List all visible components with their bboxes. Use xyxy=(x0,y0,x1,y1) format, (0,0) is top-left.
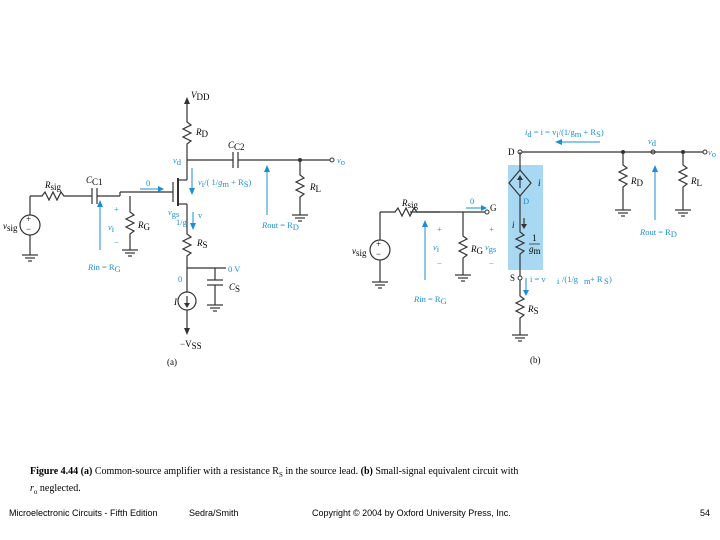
caption-part-b: (b) xyxy=(360,466,373,477)
rl-resistor-b xyxy=(677,152,689,210)
d-label: D xyxy=(508,147,515,157)
footer-authors: Sedra/Smith xyxy=(189,508,239,518)
rout-label-a: Rout = RD xyxy=(261,220,299,232)
rg-label-a: RG xyxy=(137,220,151,232)
rs-resistor-b xyxy=(514,280,526,335)
svg-text:+: + xyxy=(437,224,442,234)
footer-page-number: 54 xyxy=(700,508,711,518)
svg-text:−: − xyxy=(26,224,31,234)
rd-resistor xyxy=(181,115,193,160)
caption-text-b: Small-signal equivalent circuit with xyxy=(372,466,519,477)
rd-label: RD xyxy=(195,127,209,139)
rl-label-a: RL xyxy=(309,182,321,194)
dep-source-i: i xyxy=(538,178,541,188)
rl-resistor xyxy=(294,160,306,215)
vgs-label-a: vgs xyxy=(168,207,179,219)
svg-text:): ) xyxy=(609,274,612,284)
rsig-label-b: Rsig xyxy=(401,198,419,210)
svg-text:/(1/g: /(1/g xyxy=(562,274,579,284)
rsig-label-a: Rsig xyxy=(44,180,62,192)
cs-label: CS xyxy=(229,282,240,294)
svg-text:+: + xyxy=(26,214,31,224)
figure-caption: Figure 4.44 (a) Common-source amplifier … xyxy=(30,466,519,496)
inv-gm-label: gm xyxy=(529,244,541,256)
svg-text:−: − xyxy=(489,258,494,268)
gate-zero-b: 0 xyxy=(470,196,474,206)
rd-label-b: RD xyxy=(630,176,644,188)
rg-label-b: RG xyxy=(470,244,484,256)
rg-resistor-b xyxy=(457,212,469,275)
drain-current-expr: vi/( 1/gm + RS) xyxy=(198,177,251,189)
vgs-label-b: vgs xyxy=(485,242,496,254)
svg-text:S: S xyxy=(604,276,609,286)
vd-label: vd xyxy=(173,155,182,167)
vi-label-b: vi xyxy=(433,242,440,254)
vss-label: −VSS xyxy=(180,339,202,351)
svg-text:−: − xyxy=(437,258,442,268)
vsig-label-b: vsig xyxy=(352,246,367,258)
vi-label-a: vi xyxy=(108,222,115,234)
svg-text:−: − xyxy=(376,249,381,259)
rs-label-b: RS xyxy=(527,304,539,316)
figure-number: Figure 4.44 xyxy=(30,466,79,477)
svg-text:+: + xyxy=(489,224,494,234)
g-label: G xyxy=(490,203,497,213)
svg-text:D: D xyxy=(523,196,529,206)
vo-label-b: vo xyxy=(708,147,716,159)
tag-a: (a) xyxy=(167,357,177,367)
rs-label-a: RS xyxy=(196,238,208,250)
svg-text:1/g: 1/g xyxy=(176,217,188,227)
svg-text:i = v: i = v xyxy=(530,274,546,284)
s-label: S xyxy=(510,273,515,283)
i-label-b: i xyxy=(512,220,515,230)
top-expr-b: id = i = vi/(1/gm + RS) xyxy=(525,127,604,139)
rsig-resistor-a xyxy=(30,190,92,202)
rg-resistor-a xyxy=(124,196,136,250)
cc1-label: CC1 xyxy=(86,175,103,187)
vdd-label: VDD xyxy=(191,90,210,102)
caption-text-a: Common-source amplifier with a resistanc… xyxy=(92,466,279,477)
cc2-label: CC2 xyxy=(228,140,245,152)
vo-label-a: vo xyxy=(337,155,345,167)
rin-label-b: Rin = RG xyxy=(413,294,447,306)
caption-part-a: (a) xyxy=(80,466,93,477)
circuit-figure: VDD RD vd CC2 vo RL Rout = RD xyxy=(3,90,716,367)
zero-source-a: 0 xyxy=(178,274,182,284)
footer-copyright: Copyright © 2004 by Oxford University Pr… xyxy=(312,508,511,518)
tag-b: (b) xyxy=(530,355,541,365)
rsig-resistor-b xyxy=(380,206,440,218)
svg-text:+ R: + R xyxy=(590,274,603,284)
rout-label-b: Rout = RD xyxy=(639,227,677,239)
vsig-label-a: vsig xyxy=(3,221,18,233)
circuit-a: VDD RD vd CC2 vo RL Rout = RD xyxy=(3,90,345,367)
rd-resistor-b xyxy=(617,152,629,210)
svg-text:+: + xyxy=(114,204,119,214)
current-label: I xyxy=(173,297,178,307)
rs-resistor-a xyxy=(181,232,193,268)
rl-label-b: RL xyxy=(690,176,702,188)
svg-text:v: v xyxy=(198,210,203,220)
svg-text:+: + xyxy=(376,239,381,249)
mosfet-model-highlight xyxy=(508,165,543,270)
svg-text:m: m xyxy=(584,276,591,286)
gate-zero-a: 0 xyxy=(146,178,150,188)
svg-text:1: 1 xyxy=(532,233,537,243)
zero-volt-label: 0 V xyxy=(228,264,241,274)
svg-text:−: − xyxy=(114,237,119,247)
svg-text:i: i xyxy=(557,276,560,286)
vd-label-b: vd xyxy=(648,136,657,148)
footer-book-title: Microelectronic Circuits - Fifth Edition xyxy=(9,508,158,518)
inv-gm-resistor xyxy=(514,228,526,268)
rin-label-a: Rin = RG xyxy=(87,262,121,274)
circuit-b: id = i = vi/(1/gm + RS) D vo vd RD RL Ro… xyxy=(352,127,716,365)
